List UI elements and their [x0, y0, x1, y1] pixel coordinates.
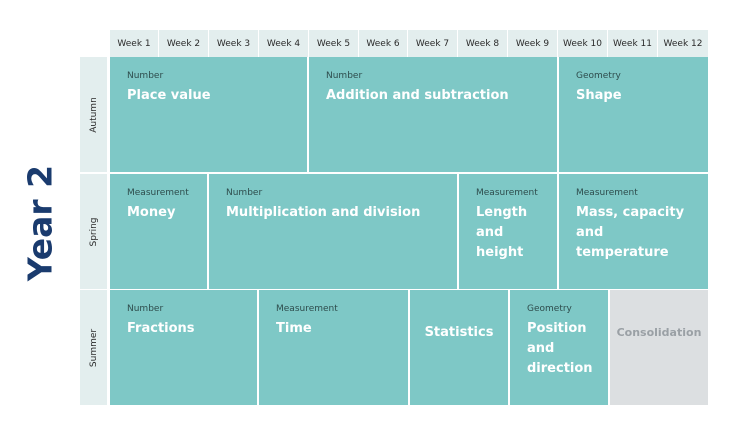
- week-header: Week 4: [259, 30, 309, 57]
- block-statistics: Statistics: [410, 290, 508, 405]
- block-title: Money: [127, 205, 176, 220]
- block-multiplication-division: Number Multiplication and division: [209, 174, 457, 289]
- block-addition-subtraction: Number Addition and subtraction: [309, 57, 557, 172]
- block-category: Number: [127, 304, 164, 314]
- week-header: Week 6: [359, 30, 408, 57]
- week-header: Week 7: [408, 30, 458, 57]
- week-header: Week 12: [658, 30, 708, 57]
- block-category: Number: [326, 71, 363, 81]
- week-header: Week 1: [110, 30, 159, 57]
- block-length-height: Measurement Length and height: [459, 174, 557, 289]
- week-header: Week 8: [458, 30, 508, 57]
- term-summer: Summer: [80, 290, 107, 405]
- term-autumn: Autumn: [80, 57, 107, 172]
- term-label: Summer: [88, 328, 99, 367]
- block-title: Fractions: [127, 321, 195, 336]
- term-spring: Spring: [80, 174, 107, 289]
- week-header: Week 5: [309, 30, 359, 57]
- block-title: Shape: [576, 88, 622, 103]
- block-title: Multiplication and division: [226, 205, 421, 220]
- block-title: Mass, capacity and temperature: [576, 205, 685, 260]
- block-category: Measurement: [127, 188, 189, 198]
- block-title: Addition and subtraction: [326, 88, 509, 103]
- block-category: Geometry: [576, 71, 621, 81]
- block-category: Number: [226, 188, 263, 198]
- block-category: Measurement: [576, 188, 638, 198]
- block-money: Measurement Money: [110, 174, 207, 289]
- year-title: Year 2: [20, 164, 60, 282]
- term-label: Spring: [88, 216, 99, 247]
- block-title: Position and direction: [527, 321, 593, 376]
- block-time: Measurement Time: [259, 290, 408, 405]
- block-mass-capacity-temperature: Measurement Mass, capacity and temperatu…: [559, 174, 708, 289]
- block-consolidation: Consolidation: [610, 290, 708, 405]
- week-header: Week 10: [558, 30, 608, 57]
- week-header: Week 3: [209, 30, 259, 57]
- block-title: Statistics: [424, 324, 494, 340]
- block-title: Consolidation: [616, 325, 702, 339]
- term-label: Autumn: [88, 96, 99, 133]
- week-header: Week 2: [159, 30, 209, 57]
- block-shape: Geometry Shape: [559, 57, 708, 172]
- block-category: Number: [127, 71, 164, 81]
- block-title: Time: [276, 321, 312, 336]
- week-header: Week 9: [508, 30, 558, 57]
- block-title: Place value: [127, 88, 211, 103]
- block-position-direction: Geometry Position and direction: [510, 290, 608, 405]
- block-fractions: Number Fractions: [110, 290, 257, 405]
- block-place-value: Number Place value: [110, 57, 307, 172]
- week-header: Week 11: [608, 30, 658, 57]
- block-category: Geometry: [527, 304, 572, 314]
- block-category: Measurement: [276, 304, 338, 314]
- block-category: Measurement: [476, 188, 538, 198]
- block-title: Length and height: [476, 205, 528, 260]
